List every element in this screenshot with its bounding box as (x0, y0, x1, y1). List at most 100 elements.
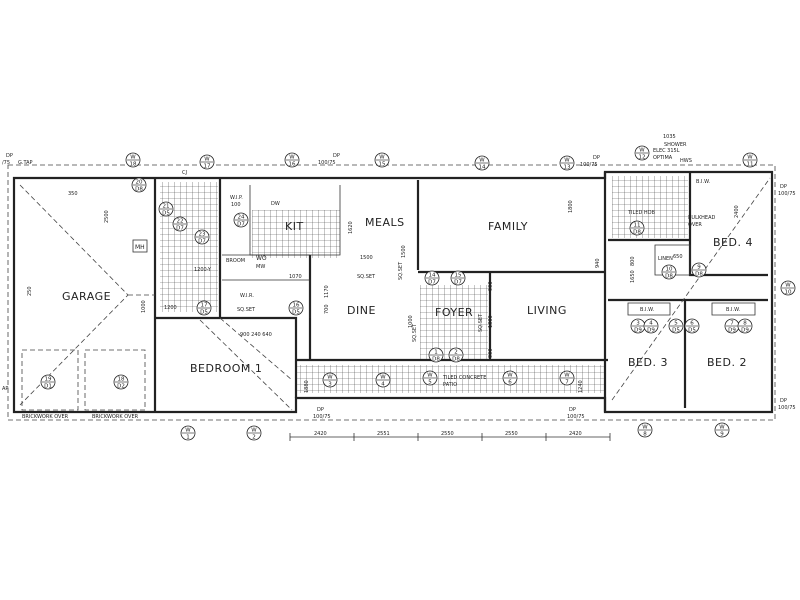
svg-text:16: 16 (289, 162, 296, 168)
svg-text:D5: D5 (162, 211, 170, 217)
window-tag: W7 (559, 370, 575, 386)
window-tag: W2 (246, 425, 262, 441)
door-tag: 9D8 (691, 262, 707, 278)
svg-text:1500: 1500 (401, 245, 407, 258)
svg-text:1800: 1800 (488, 315, 494, 328)
svg-text:14: 14 (429, 273, 436, 279)
svg-text:900 240 640: 900 240 640 (240, 332, 272, 338)
svg-text:W: W (379, 155, 385, 161)
svg-text:W: W (564, 158, 570, 164)
svg-text:22: 22 (177, 219, 184, 225)
dishwasher-label: DW (271, 201, 280, 207)
svg-text:D7: D7 (454, 280, 462, 286)
svg-text:W: W (719, 425, 725, 431)
svg-text:W: W (564, 373, 570, 379)
svg-text:3: 3 (636, 321, 640, 327)
svg-text:W: W (747, 155, 753, 161)
svg-text:3: 3 (328, 382, 332, 388)
room-bed-4: BED. 4 (713, 236, 753, 249)
sq-set-label: SQ.SET (357, 274, 376, 280)
svg-text:10: 10 (666, 267, 673, 273)
svg-text:900: 900 (488, 281, 494, 291)
svg-text:D5: D5 (292, 310, 300, 316)
ap-note: AP (2, 386, 8, 392)
svg-text:17: 17 (204, 164, 211, 170)
room-dine: DINE (347, 304, 376, 317)
door-tag: 4D9 (643, 318, 659, 334)
window-tag: W9 (714, 422, 730, 438)
svg-text:100: 100 (231, 202, 241, 208)
sq-set-label: SQ.SET (237, 307, 256, 313)
svg-text:11: 11 (634, 223, 641, 229)
svg-text:6: 6 (690, 321, 694, 327)
dp-note: DP (593, 155, 600, 161)
svg-text:W: W (204, 157, 210, 163)
sq-set-label: SQ.SET (398, 261, 404, 280)
svg-text:2: 2 (252, 435, 256, 441)
svg-text:350: 350 (68, 191, 78, 197)
svg-text:1035: 1035 (663, 134, 676, 140)
site-boundary (7, 164, 776, 421)
svg-text:700: 700 (324, 304, 330, 314)
room-labels: GARAGE KIT MEALS FAMILY DINE FOYER LIVIN… (62, 216, 753, 375)
svg-text:W: W (380, 375, 386, 381)
svg-text:1500: 1500 (360, 255, 373, 261)
svg-text:W: W (130, 155, 136, 161)
svg-text:2: 2 (454, 350, 458, 356)
svg-text:1: 1 (434, 350, 438, 356)
svg-text:900: 900 (488, 348, 494, 358)
svg-text:W: W (479, 158, 485, 164)
manhole-label: MH (135, 244, 145, 251)
room-living: LIVING (527, 304, 567, 317)
svg-text:17: 17 (201, 303, 208, 309)
svg-text:650: 650 (673, 254, 683, 260)
room-bed-3: BED. 3 (628, 356, 668, 369)
door-tag: 8D9 (737, 318, 753, 334)
svg-text:7: 7 (730, 321, 734, 327)
svg-text:1170: 1170 (324, 285, 330, 298)
bulkhead-over-label: OVER (688, 222, 702, 228)
door-tag: 7D9 (724, 318, 740, 334)
room-bed-2: BED. 2 (707, 356, 747, 369)
dim-bottom: 2420 (569, 431, 582, 437)
svg-text:D8: D8 (432, 357, 440, 363)
svg-text:D7: D7 (176, 226, 184, 232)
broom-label: BROOM (226, 258, 245, 264)
svg-text:8: 8 (643, 432, 647, 438)
svg-text:D9: D9 (741, 328, 749, 334)
svg-text:1240: 1240 (578, 380, 584, 393)
svg-text:1070: 1070 (289, 274, 302, 280)
svg-text:14: 14 (479, 165, 486, 171)
door-tag: 6D5 (684, 318, 700, 334)
svg-text:W: W (642, 425, 648, 431)
room-bedroom-1: BEDROOM 1 (190, 362, 262, 375)
svg-text:4: 4 (381, 382, 385, 388)
svg-text:D9: D9 (634, 328, 642, 334)
svg-text:D5: D5 (672, 328, 680, 334)
svg-text:21: 21 (163, 204, 170, 210)
microwave-label: MW (256, 264, 265, 270)
svg-text:D7: D7 (237, 222, 245, 228)
svg-text:W: W (785, 283, 791, 289)
window-tag: W3 (322, 372, 338, 388)
svg-text:D5: D5 (200, 310, 208, 316)
dp-note: DP (780, 184, 787, 190)
svg-text:6: 6 (508, 380, 512, 386)
svg-text:19: 19 (45, 377, 52, 383)
sq-set-label: SQ.SET (478, 313, 484, 332)
wip-label: W.I.P. (230, 195, 243, 201)
dp-size-note: 100/75 (318, 160, 336, 166)
svg-text:1800: 1800 (568, 200, 574, 213)
svg-text:1200-Y: 1200-Y (194, 267, 212, 273)
svg-text:5: 5 (674, 321, 678, 327)
svg-text:D8: D8 (665, 274, 673, 280)
dp-note: DP (569, 407, 576, 413)
